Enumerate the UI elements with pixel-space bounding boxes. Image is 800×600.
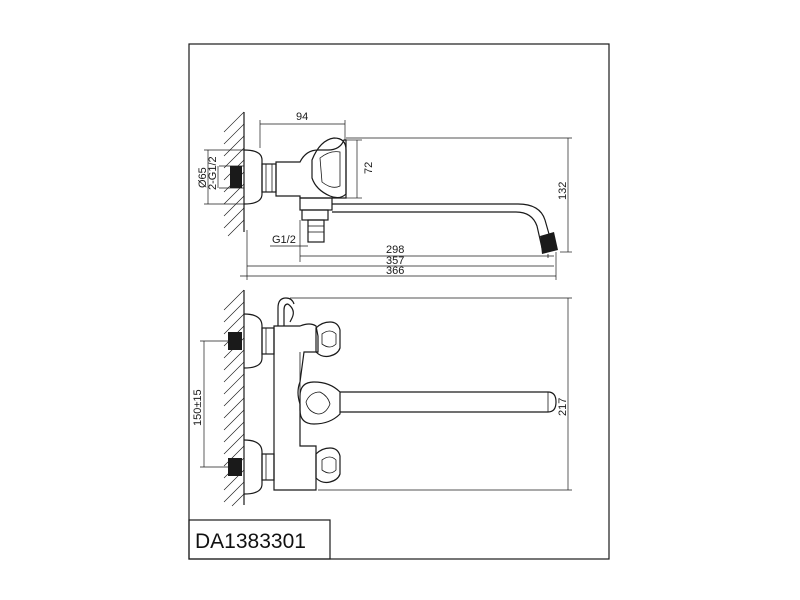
top-flange	[243, 149, 263, 205]
drawing-frame	[188, 43, 610, 560]
front-spout	[340, 391, 557, 413]
dim-height-handle: 72	[363, 162, 375, 174]
model-code: DA1383301	[195, 530, 306, 553]
top-spout-base	[299, 197, 333, 211]
dim-spout-length-1: 298	[386, 244, 404, 256]
dim-height-spout: 132	[557, 182, 569, 200]
dim-inlet-thread: 2-G1/2	[207, 156, 219, 190]
dim-total-height: 217	[557, 398, 569, 416]
top-spout	[332, 203, 554, 249]
dim-flange-diameter: Ø65	[197, 167, 209, 188]
top-inlet-pipe	[230, 166, 242, 188]
front-inlet-upper	[228, 332, 242, 350]
top-outlet-nipple	[307, 219, 325, 243]
dim-spout-length-2: 357	[386, 255, 404, 267]
dim-outlet-thread: G1/2	[272, 234, 296, 246]
top-wall-hatch	[223, 111, 245, 237]
top-nut	[261, 163, 277, 193]
front-flange-lower	[243, 439, 263, 495]
front-shower-hook	[277, 297, 295, 326]
title-block	[188, 519, 331, 560]
dim-total-length: 366	[386, 265, 404, 277]
front-inlet-lower	[228, 458, 242, 476]
front-flange-upper	[243, 313, 263, 369]
top-handle	[311, 137, 347, 199]
top-aerator	[540, 232, 558, 254]
top-view: 94 72 132 Ø65 2-G1/2 G1/2 298 357 366	[197, 111, 572, 280]
dim-center-distance: 150±15	[192, 389, 204, 426]
front-handle-upper	[315, 321, 341, 358]
top-mixer-body	[275, 139, 347, 199]
front-spout-swivel	[299, 381, 341, 425]
front-mixer-body	[273, 323, 319, 491]
front-handle-lower	[315, 447, 341, 484]
front-view: 150±15 217	[192, 289, 572, 507]
dim-depth: 94	[296, 111, 308, 123]
